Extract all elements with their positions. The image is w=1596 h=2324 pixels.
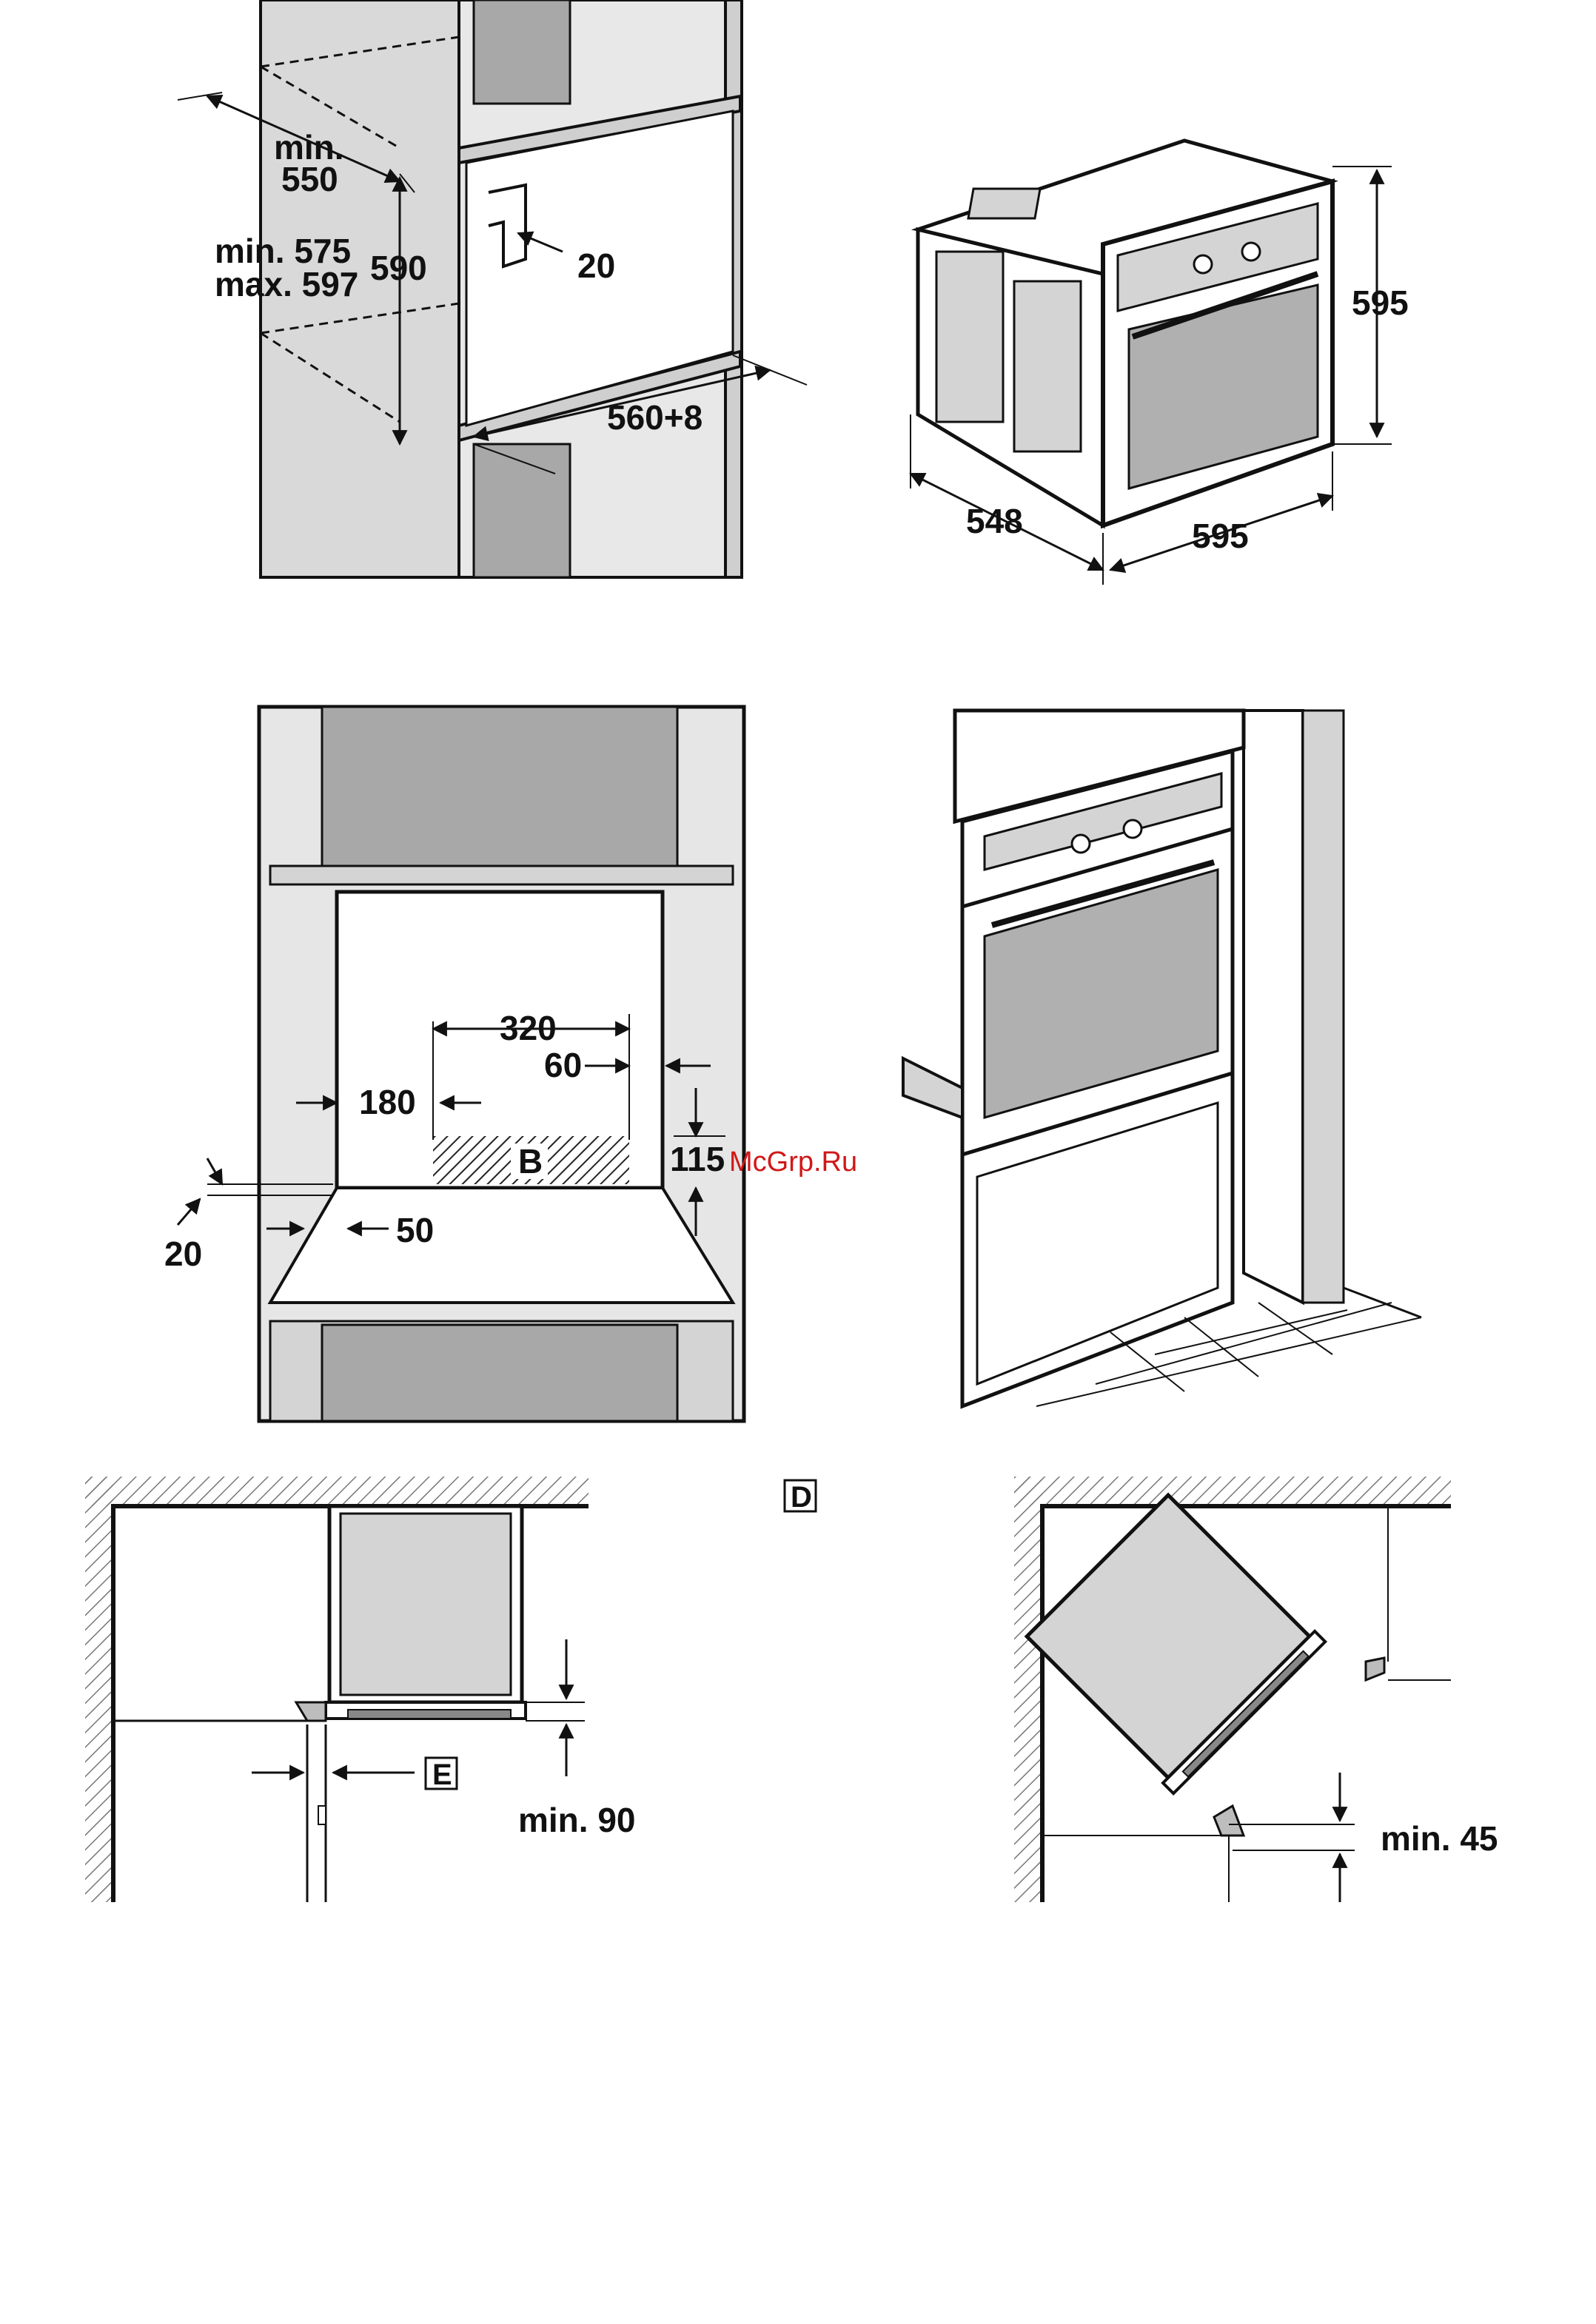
knob-b-icon xyxy=(1124,820,1141,838)
wall-hatch-top-right xyxy=(1014,1477,1451,1506)
label-min-45: min. 45 xyxy=(1381,1819,1498,1858)
label-depth-548: 548 xyxy=(966,502,1023,540)
label-height-595: 595 xyxy=(1352,283,1409,322)
marker-d: D xyxy=(791,1481,812,1514)
wall-hatch-left xyxy=(85,1477,113,1902)
knob-1-icon xyxy=(1194,255,1212,273)
label-zone-b: B xyxy=(518,1142,543,1181)
label-min-550-b: 550 xyxy=(281,160,338,198)
label-max-597: max. 597 xyxy=(215,265,358,303)
label-depth-20: 20 xyxy=(577,246,615,285)
figure-mid-right xyxy=(903,711,1421,1406)
watermark-text: McGrp.Ru xyxy=(729,1146,857,1178)
label-320: 320 xyxy=(500,1009,557,1047)
label-height-590: 590 xyxy=(370,249,427,287)
wall-hatch-left-right xyxy=(1014,1477,1042,1902)
marker-e: E xyxy=(432,1759,452,1791)
label-min-90: min. 90 xyxy=(518,1801,636,1839)
label-width-595: 595 xyxy=(1192,517,1249,555)
knob-a-icon xyxy=(1072,835,1090,853)
knob-2-icon xyxy=(1242,243,1260,261)
figure-bottom-left xyxy=(85,1477,816,1902)
label-20: 20 xyxy=(164,1235,202,1273)
label-width-560: 560+8 xyxy=(607,398,703,437)
wall-hatch-top xyxy=(85,1477,589,1506)
figure-mid-left xyxy=(178,707,744,1421)
label-180: 180 xyxy=(359,1083,416,1121)
label-115: 115 xyxy=(670,1140,725,1178)
figure-bottom-right-labels: min. 45 xyxy=(1381,1819,1498,1858)
label-60: 60 xyxy=(544,1046,582,1084)
label-50: 50 xyxy=(396,1211,434,1249)
